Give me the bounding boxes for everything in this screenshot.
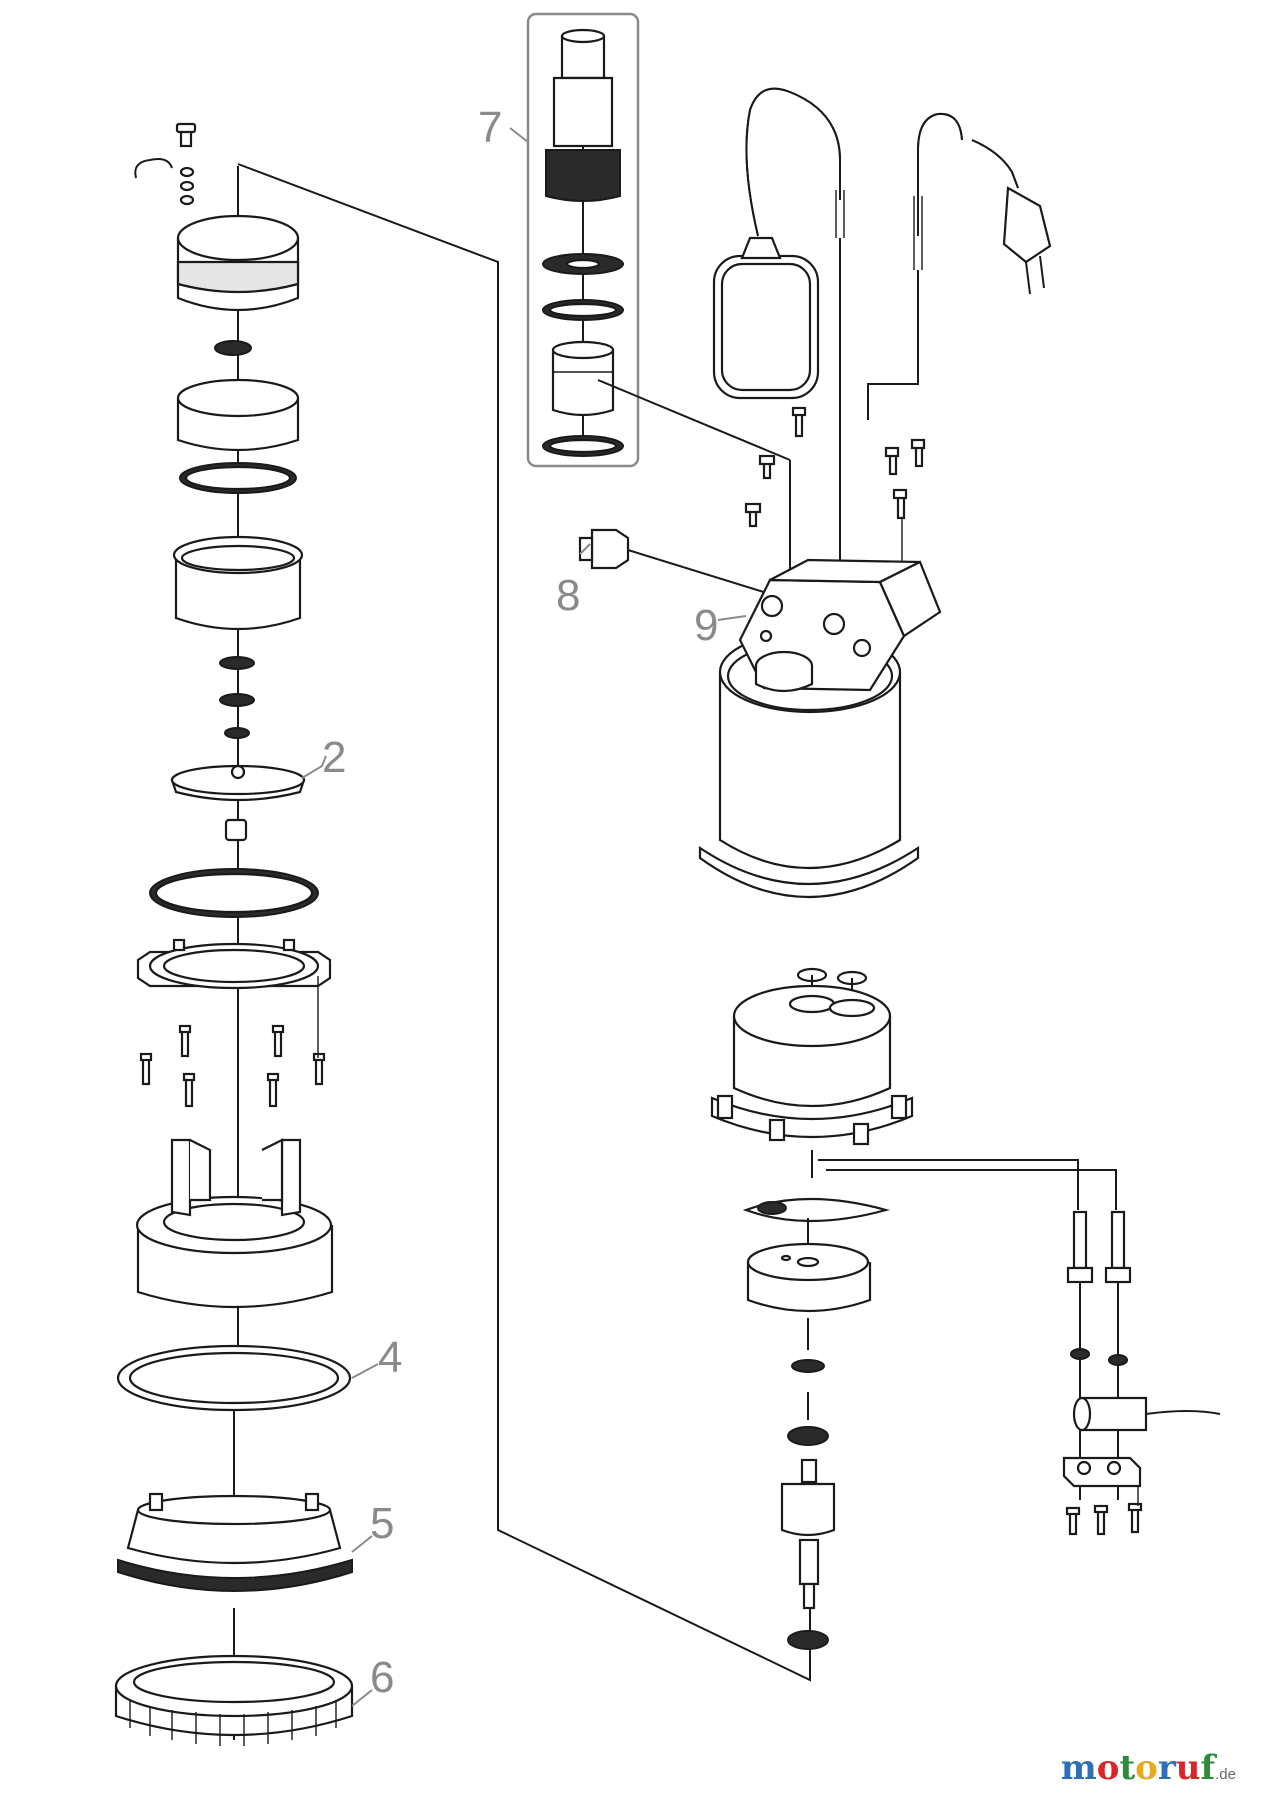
impeller-plate (170, 764, 306, 802)
motor-unit (710, 967, 1117, 1210)
bearing-2 (787, 1630, 829, 1650)
callout-8: 8 (556, 543, 591, 620)
callout-label-2: 2 (322, 733, 346, 782)
o-ring-2 (219, 656, 255, 670)
outlet-nipple (551, 340, 615, 417)
stator-disc (746, 1242, 872, 1313)
callout-label-6: 6 (370, 1653, 394, 1702)
watermark-logo: motoruf.de (1061, 1748, 1236, 1788)
outlet-pipe (545, 28, 621, 202)
rotor-shaft (780, 1458, 836, 1610)
bearing-ring-1 (791, 1359, 825, 1373)
washer-small-a (179, 166, 195, 178)
wm-t: t (1119, 1748, 1136, 1788)
wm-m: m (1060, 1748, 1097, 1788)
left-part-stack (114, 122, 354, 1746)
callout-5: 5 (351, 1499, 394, 1553)
rotor-stack (742, 1197, 891, 1650)
sleeve-cylinder (176, 378, 300, 452)
o-ring-3 (219, 693, 255, 707)
washer-small-c (179, 194, 195, 206)
callout-9: 9 (694, 601, 747, 650)
callout-7: 7 (478, 103, 529, 152)
washer-small-b (179, 180, 195, 192)
flange-ring (136, 938, 332, 990)
o-ring-4 (224, 727, 250, 739)
wm-suffix: .de (1215, 1766, 1236, 1783)
callout-label-4: 4 (378, 1333, 402, 1382)
float-switch (712, 87, 845, 586)
wm-o1: o (1096, 1748, 1120, 1788)
flat-ring (116, 1344, 352, 1412)
power-cord-plug (867, 112, 1052, 420)
spring-clip (134, 158, 173, 179)
pump-housing (135, 1138, 334, 1309)
outlet-fitting-assembly (526, 12, 791, 625)
strainer-ring (114, 1654, 354, 1746)
base-plate (117, 1492, 353, 1592)
seal-cup (172, 535, 304, 631)
wm-u: u (1175, 1748, 1201, 1788)
callout-label-5: 5 (370, 1499, 394, 1548)
motor-housing (698, 558, 942, 899)
capacitor-assembly (1062, 1210, 1221, 1536)
screw-group-1 (139, 976, 326, 1108)
callout-label-7: 7 (478, 103, 502, 152)
top-screw (175, 122, 197, 148)
vent-valve (578, 528, 771, 595)
wm-f: f (1200, 1748, 1216, 1788)
o-ring-1 (214, 340, 252, 356)
top-cap (176, 214, 300, 312)
callout-label-8: 8 (556, 571, 580, 620)
callout-label-9: 9 (694, 601, 718, 650)
bearing-1 (787, 1426, 829, 1446)
nut (224, 818, 248, 842)
callout-2: 2 (301, 733, 346, 782)
outlet-group-box (526, 12, 640, 468)
assembly-frame-line (237, 163, 811, 1682)
callout-6: 6 (351, 1653, 394, 1707)
callout-4: 4 (351, 1333, 402, 1382)
wm-o2: o (1135, 1748, 1158, 1788)
motor-top-screws (744, 406, 926, 640)
wm-r: r (1157, 1748, 1176, 1788)
